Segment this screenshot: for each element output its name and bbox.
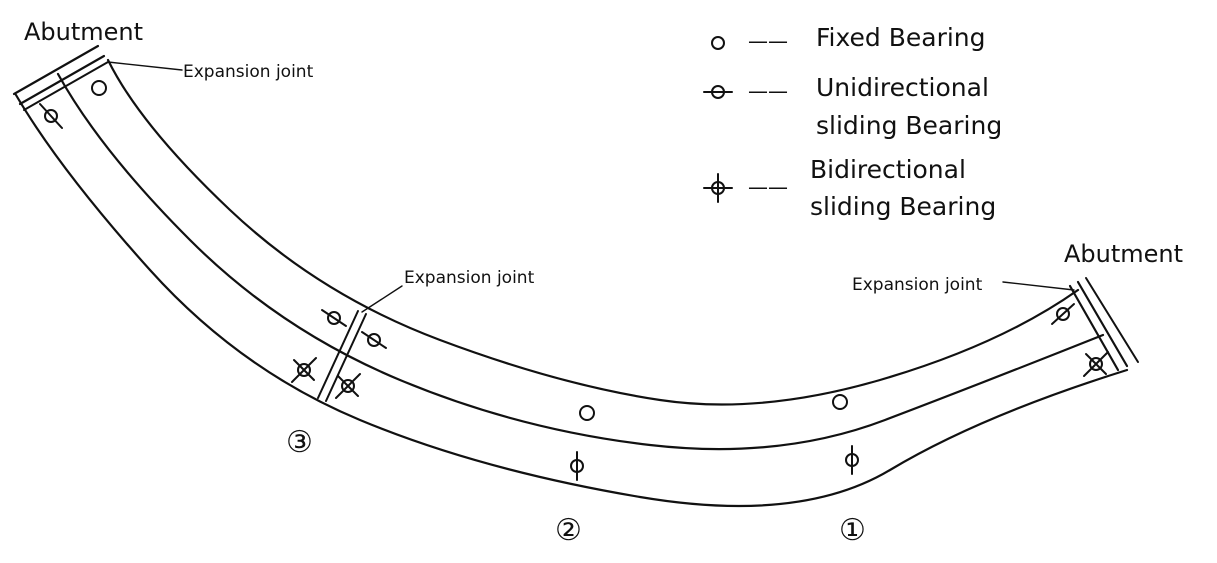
legend-unidirectional: —— Unidirectional sliding Bearing: [703, 73, 1002, 140]
unidirectional-bearing-right-top: [1051, 303, 1075, 325]
expansion-joint-right-leader: [1002, 281, 1075, 291]
legend-bidirectional-line1: Bidirectional: [810, 155, 966, 184]
fixed-bearing-left-top: [91, 80, 107, 96]
legend-bidirectional-line2: sliding Bearing: [810, 192, 996, 221]
unidirectional-bearing-span1: [845, 445, 859, 475]
expansion-joint-right-line: [1085, 277, 1139, 363]
expansion-joint-right-label: Expansion joint: [852, 275, 983, 295]
bidirectional-bearing-mid-a: [291, 357, 317, 383]
abutment-right-wall: [1076, 280, 1129, 368]
unidirectional-bearing-mid-b: [361, 331, 387, 349]
span-3-label: ③: [286, 425, 313, 460]
expansion-joint-left-line: [23, 61, 109, 111]
unidirectional-bearing-left-top: [39, 103, 63, 129]
abutment-right-structure: [1002, 277, 1139, 372]
legend: —— Fixed Bearing —— Unidirectional slidi…: [703, 23, 1002, 221]
abutment-left-wall: [12, 44, 100, 96]
bridge-deck: [14, 58, 1129, 508]
span-2-label: ②: [555, 513, 582, 548]
bearings: [39, 80, 1109, 481]
deck-outer-edge: [14, 93, 1129, 508]
abutment-left-structure: [12, 44, 183, 111]
expansion-joint-left-label: Expansion joint: [183, 62, 314, 82]
fixed-bearing-span1: [832, 394, 848, 410]
deck-center-line: [56, 72, 1105, 451]
legend-fixed: —— Fixed Bearing: [711, 23, 986, 53]
unidirectional-bearing-span2: [570, 451, 584, 481]
unidirectional-bearing-mid-a: [321, 309, 347, 327]
legend-unidirectional-dash: ——: [748, 79, 788, 103]
abutment-right-label: Abutment: [1064, 240, 1183, 268]
legend-bidirectional: —— Bidirectional sliding Bearing: [703, 155, 996, 221]
legend-fixed-dash: ——: [748, 29, 788, 53]
fixed-bearing-span2: [579, 405, 595, 421]
expansion-joint-middle: [317, 285, 403, 402]
fixed-bearing-symbol-icon: [711, 36, 725, 50]
abutment-left-wall-inner: [18, 54, 106, 106]
expansion-joint-left-leader: [107, 61, 183, 71]
legend-bidirectional-dash: ——: [748, 175, 788, 199]
expansion-joint-middle-line1: [317, 310, 359, 399]
abutment-right-wall-inner: [1068, 284, 1120, 372]
legend-unidirectional-line2: sliding Bearing: [816, 111, 1002, 140]
span-1-label: ①: [839, 513, 866, 548]
bidirectional-bearing-right: [1083, 351, 1109, 377]
expansion-joint-middle-leader: [361, 285, 403, 313]
deck-inner-edge: [106, 58, 1080, 406]
abutment-left-label: Abutment: [24, 18, 143, 46]
legend-unidirectional-line1: Unidirectional: [816, 73, 989, 102]
expansion-joint-middle-line2: [325, 313, 367, 402]
expansion-joint-middle-label: Expansion joint: [404, 268, 535, 288]
legend-fixed-text: Fixed Bearing: [816, 23, 986, 52]
bidirectional-bearing-mid-b: [335, 373, 361, 399]
